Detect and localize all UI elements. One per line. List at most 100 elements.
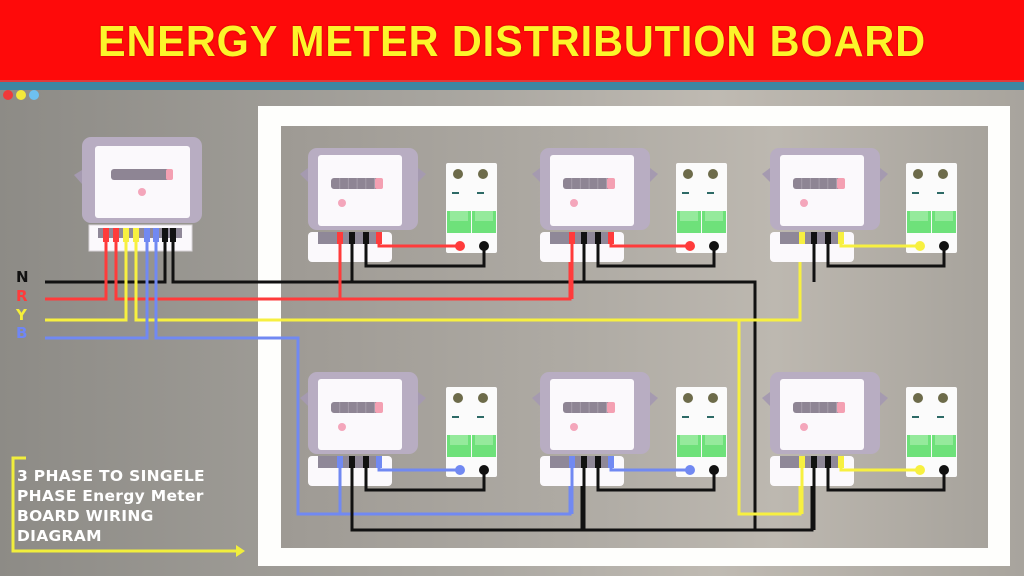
screw-icon (453, 393, 463, 403)
meter-tab (418, 168, 426, 182)
red-phase-trunk-wire (114, 230, 572, 301)
main-terminal-lug (153, 228, 159, 242)
energy-meter-4 (300, 372, 426, 486)
terminal-lug (363, 232, 369, 244)
meter-tab (880, 392, 888, 406)
arrow-right-icon (236, 545, 245, 557)
terminal-lug (595, 232, 601, 244)
label-red-phase: R (16, 287, 28, 305)
caption-line: BOARD WIRING (17, 507, 154, 525)
breaker-body (446, 387, 497, 477)
caption-bracket-line (11, 456, 236, 553)
breaker-neutral-terminal (939, 465, 949, 475)
meter-display-end (607, 178, 615, 189)
breaker-mark (477, 192, 484, 194)
breaker-neutral-terminal (709, 465, 719, 475)
meter-display-end (607, 402, 615, 413)
meter-tab (762, 168, 770, 182)
meter-display-end (375, 402, 383, 413)
breaker-body (676, 387, 727, 477)
breaker-phase-terminal (455, 241, 465, 251)
screw-icon (708, 169, 718, 179)
breaker-mark (937, 192, 944, 194)
meter-tab (762, 392, 770, 406)
breaker-neutral-terminal (479, 241, 489, 251)
breaker-toggle-top (680, 211, 698, 221)
meter-led-icon (800, 423, 808, 431)
breaker-toggle-top (935, 435, 953, 445)
terminal-lug (569, 456, 575, 468)
terminal-lug (349, 456, 355, 468)
diagram-caption: 3 PHASE TO SINGELE PHASE Energy Meter BO… (17, 466, 257, 546)
meter-tab (300, 168, 308, 182)
breaker-toggle-top (475, 435, 493, 445)
energy-meter-6 (762, 372, 888, 486)
header-strip (0, 82, 1024, 90)
breaker-toggle-top (705, 211, 723, 221)
breaker-mark (682, 416, 689, 418)
breaker-phase-terminal (685, 241, 695, 251)
breaker-toggle-top (910, 211, 928, 221)
yellow-phase-wire (45, 230, 128, 322)
meter-face (780, 155, 864, 226)
screw-icon (938, 393, 948, 403)
page-title: ENERGY METER DISTRIBUTION BOARD (97, 17, 927, 66)
meter-tab (650, 392, 658, 406)
main-terminal-lug (123, 228, 129, 242)
terminal-lug (581, 456, 587, 468)
screw-icon (708, 393, 718, 403)
terminal-lug (608, 456, 614, 468)
breaker-body (906, 163, 957, 253)
neutral-out-wire (364, 236, 486, 268)
mcb-breaker-3 (906, 163, 957, 253)
breaker-body (676, 163, 727, 253)
breaker-toggle-top (680, 435, 698, 445)
blue-phase-trunk-wire (154, 230, 572, 516)
breaker-phase-terminal (455, 465, 465, 475)
terminal-lug (608, 232, 614, 244)
label-yellow-phase: Y (16, 306, 27, 324)
meter-tab (74, 170, 82, 184)
mcb-breaker-6 (906, 387, 957, 477)
meter-display-end (837, 178, 845, 189)
mcb-breaker-5 (676, 387, 727, 477)
terminal-lug (376, 232, 382, 244)
meter-tab (532, 168, 540, 182)
caption-line: 3 PHASE TO SINGELE (17, 467, 205, 485)
terminal-lug (811, 232, 817, 244)
energy-meter-5 (532, 372, 658, 486)
main-terminal-lug (113, 228, 119, 242)
label-neutral: N (16, 268, 29, 286)
terminal-lug (337, 232, 343, 244)
neutral-out-wire (596, 236, 716, 268)
blue-dot-icon (29, 90, 39, 100)
terminal-lug (595, 456, 601, 468)
neutral-out-wire (596, 460, 716, 492)
meter-tab (650, 168, 658, 182)
breaker-body (446, 163, 497, 253)
breaker-toggle-top (450, 435, 468, 445)
meter-led-icon (338, 423, 346, 431)
neutral-out-wire (826, 236, 946, 268)
screw-icon (913, 393, 923, 403)
meter-led-icon (570, 423, 578, 431)
yellow-branch-wire (737, 320, 802, 516)
breaker-mark (452, 192, 459, 194)
breaker-body (906, 387, 957, 477)
breaker-mark (912, 416, 919, 418)
meter-face (318, 379, 402, 450)
terminal-lug (363, 456, 369, 468)
meter-led-icon (570, 199, 578, 207)
breaker-toggle-top (450, 211, 468, 221)
terminal-lug (838, 232, 844, 244)
meter-face (780, 379, 864, 450)
breaker-mark (912, 192, 919, 194)
terminal-lug (811, 456, 817, 468)
energy-meter-2 (532, 148, 658, 262)
breaker-mark (707, 416, 714, 418)
caption-line: DIAGRAM (17, 527, 102, 545)
screw-icon (938, 169, 948, 179)
terminal-lug (349, 232, 355, 244)
meter-tab (532, 392, 540, 406)
